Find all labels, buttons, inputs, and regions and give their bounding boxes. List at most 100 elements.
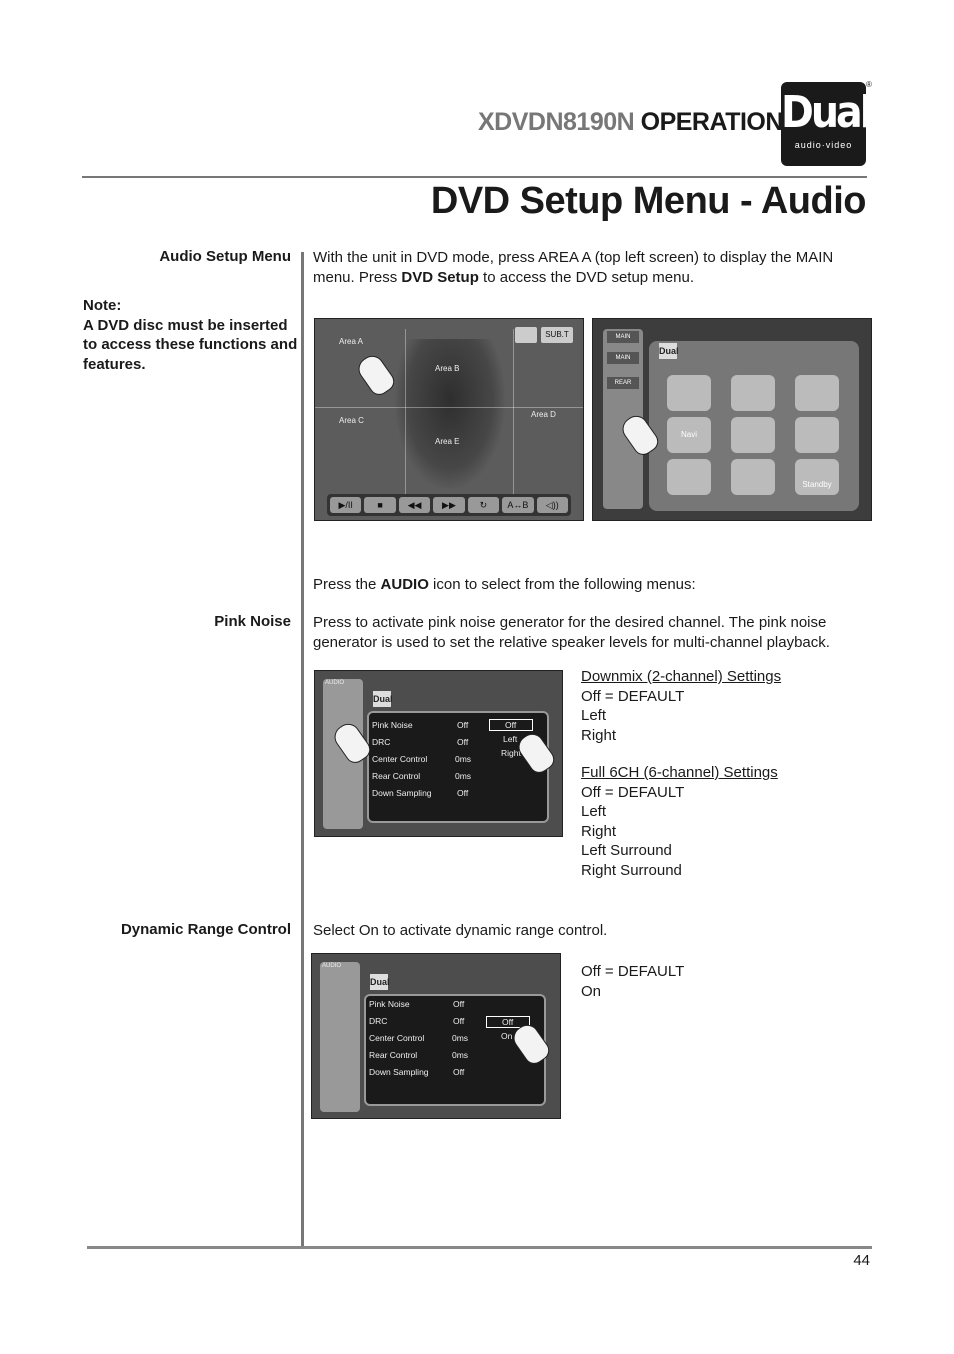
setting-value: Off (453, 1067, 465, 1077)
audio-tile (731, 459, 775, 495)
page-number: 44 (853, 1252, 870, 1269)
main-tab: MAIN (607, 331, 639, 343)
brand-badge: Dual (373, 691, 393, 707)
downmix-options: Downmix (2-channel) Settings Off = DEFAU… (581, 667, 781, 745)
audio-tag: AUDIO (325, 680, 345, 686)
repeat-icon: ↻ (467, 497, 500, 513)
audio-tag: AUDIO (322, 963, 342, 969)
setting-label: Down Sampling (372, 788, 432, 798)
play-pause-icon: ▶/II (330, 497, 362, 513)
setting-value: 0ms (455, 754, 472, 764)
dvd-playback-screenshot: Area A Area B Area C Area D Area E SUB.T… (314, 318, 584, 521)
main-tab: MAIN (607, 352, 639, 364)
menu-sidebar (320, 962, 360, 1112)
audio-setup-text-a: With the unit in DVD mode, press AREA A … (313, 249, 834, 286)
column-divider (301, 252, 304, 1248)
audio-menu-screenshot: AUDIO Dual Pink Noise Off DRC Off Center… (314, 670, 563, 837)
press-audio-b: icon to select from the following menus: (428, 576, 696, 593)
setting-value: Off (457, 737, 469, 747)
drc-options: Off = DEFAULT On (581, 962, 684, 1001)
option-item: Off = DEFAULT (581, 687, 685, 705)
setting-value: Off (453, 1016, 465, 1026)
section-name: OPERATION (640, 108, 784, 136)
ab-repeat-icon: A↔B (502, 497, 534, 513)
setting-value: 0ms (452, 1033, 469, 1043)
volume-icon: ◁)) (536, 497, 568, 513)
video-frame-rider (395, 339, 505, 489)
audio-setup-text: With the unit in DVD mode, press AREA A … (313, 248, 873, 287)
playback-control-bar: ▶/II ■ ◀◀ ▶▶ ↻ A↔B ◁)) (327, 494, 571, 516)
bluetooth-icon (795, 417, 839, 453)
area-grid-line (513, 329, 514, 494)
area-a-label: Area A (339, 337, 364, 346)
navi-tile: Navi (667, 417, 711, 453)
audio-settings-panel (364, 994, 546, 1106)
brand-badge: Dual (370, 974, 390, 990)
product-heading: XDVDN8190N OPERATION (478, 108, 783, 137)
setting-label: Pink Noise (372, 720, 413, 730)
setting-label: Rear Control (372, 771, 421, 781)
media-icon (795, 375, 839, 411)
dual-logo: Dual audio·video (781, 82, 873, 166)
settings-tile (667, 459, 711, 495)
full6ch-options: Full 6CH (6-channel) Settings Off = DEFA… (581, 763, 778, 880)
setting-value: 0ms (452, 1050, 469, 1060)
registered-mark: ® (866, 80, 872, 89)
stop-icon: ■ (364, 497, 396, 513)
header-divider (82, 176, 867, 178)
logo-tagline: audio·video (794, 140, 853, 150)
setting-value: Off (457, 788, 469, 798)
subtitle-button: SUB.T (541, 327, 573, 343)
option-item: Left Surround (581, 842, 672, 859)
option-item: Off = DEFAULT (581, 963, 685, 980)
setting-label: Center Control (369, 1033, 425, 1043)
setting-label: Center Control (372, 754, 428, 764)
option-item: Left (581, 707, 607, 724)
model-name: XDVDN8190N (478, 108, 635, 136)
audio-term: AUDIO (380, 576, 429, 593)
standby-tile: Standby (795, 459, 839, 495)
setting-label: DRC (372, 737, 391, 747)
press-audio-text: Press the AUDIO icon to select from the … (313, 575, 873, 595)
choice-option: On (501, 1031, 513, 1041)
main-menu-screenshot: MAIN MAIN REAR Dual Navi Standby (592, 318, 872, 521)
option-item: Right Surround (581, 861, 682, 879)
setting-label: Down Sampling (369, 1067, 429, 1077)
drc-heading: Dynamic Range Control (120, 921, 291, 938)
note-label: Note: (83, 297, 122, 314)
note-block: Note: A DVD disc must be inserted to acc… (83, 296, 298, 374)
disc-icon (731, 375, 775, 411)
drc-menu-screenshot: AUDIO Dual Pink Noise Off DRC Off Center… (311, 953, 561, 1119)
option-item: Off = DEFAULT (581, 783, 685, 801)
page-title: DVD Setup Menu - Audio (430, 180, 867, 222)
setting-value: 0ms (455, 771, 472, 781)
brand-badge: Dual (659, 343, 679, 359)
pink-noise-heading: Pink Noise (214, 613, 291, 630)
choice-option: Left (503, 734, 518, 744)
choice-option: Off (505, 720, 517, 730)
audio-setup-heading: Audio Setup Menu (159, 248, 291, 265)
area-d-label: Area D (531, 410, 556, 419)
footer-divider (87, 1246, 872, 1249)
pink-noise-text: Press to activate pink noise generator f… (313, 614, 830, 651)
drc-text: Select On to activate dynamic range cont… (313, 922, 608, 939)
choice-option: Right (501, 748, 521, 758)
setting-label: Pink Noise (369, 999, 410, 1009)
option-item: Left (581, 803, 607, 820)
area-e-label: Area E (435, 437, 460, 446)
choice-option: Off (502, 1017, 514, 1027)
press-audio-a: Press the (313, 576, 381, 593)
area-grid-line (405, 329, 406, 494)
pointing-hand-icon (353, 351, 399, 399)
rear-tab: REAR (607, 377, 639, 389)
downmix-title: Downmix (2-channel) Settings (581, 668, 782, 685)
audio-setup-text-b: to access the DVD setup menu. (478, 268, 694, 286)
menu-tile (667, 375, 711, 411)
dvd-setup-term: DVD Setup (401, 268, 479, 286)
setting-label: DRC (369, 1016, 388, 1026)
audio-settings-panel (367, 711, 549, 823)
selection-box (489, 719, 533, 731)
camera-icon (731, 417, 775, 453)
logo-wordmark: Dual (781, 87, 873, 138)
setting-value: Off (453, 999, 465, 1009)
